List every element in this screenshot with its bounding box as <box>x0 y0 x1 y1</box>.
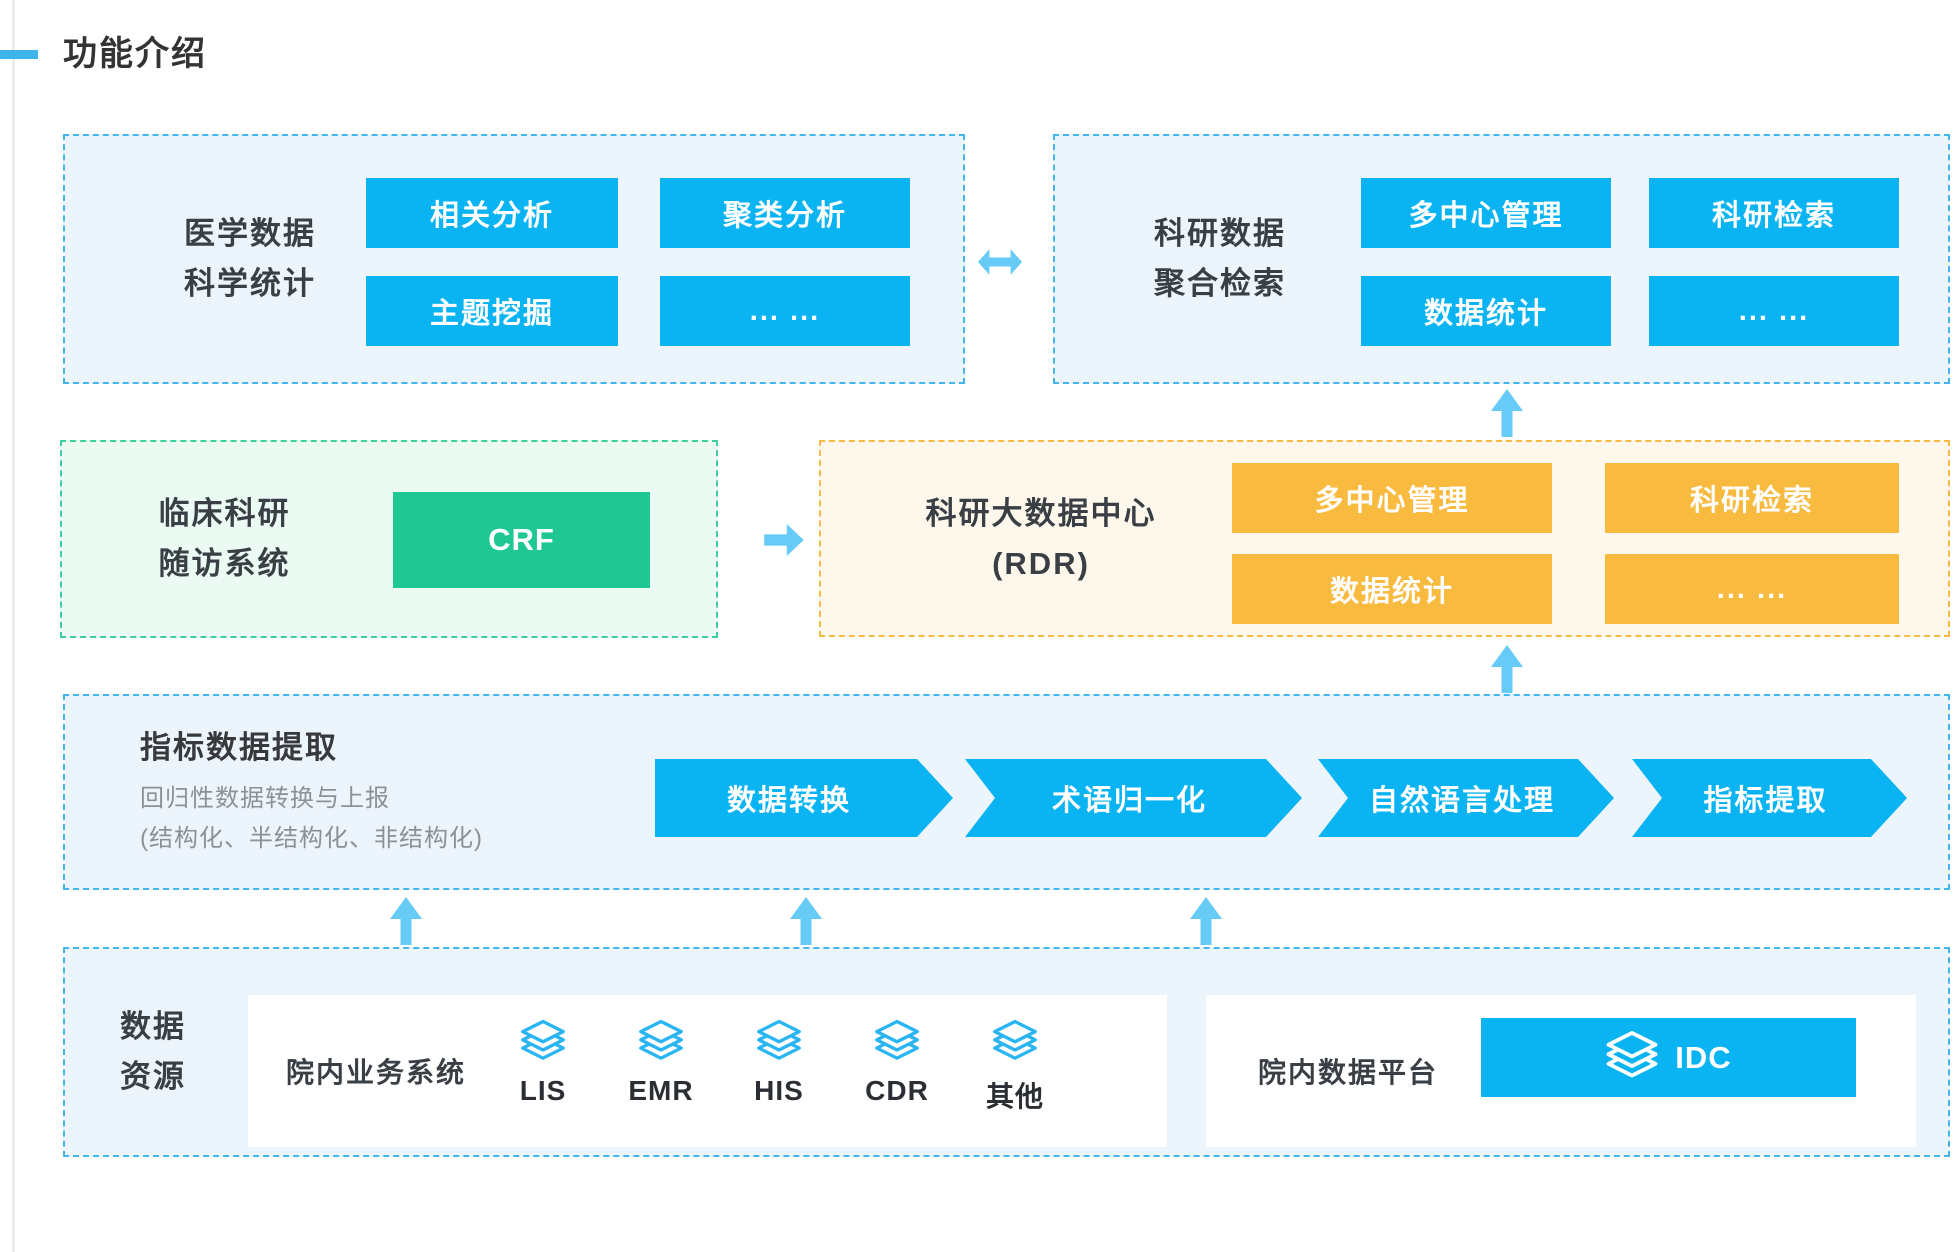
business-systems-panel: 院内业务系统 LIS EMR <box>248 995 1167 1147</box>
arrow-up-icon <box>1491 645 1523 693</box>
process-step-term-normalization: 术语归一化 <box>965 759 1302 837</box>
arrow-right-icon <box>764 524 804 556</box>
stats-button-correlation: 相关分析 <box>366 178 618 248</box>
system-item-lis: LIS <box>488 1019 598 1107</box>
layers-icon <box>756 1019 802 1067</box>
research-search-label: 科研数据 聚合检索 <box>1154 216 1286 301</box>
business-systems-label: 院内业务系统 <box>286 1057 467 1088</box>
stats-button-clustering: 聚类分析 <box>660 178 910 248</box>
data-platform-panel: 院内数据平台 IDC <box>1206 995 1916 1147</box>
arrow-up-icon <box>390 897 422 945</box>
medical-stats-box: 医学数据 科学统计 相关分析 聚类分析 主题挖掘 ... ... <box>63 134 965 384</box>
title-accent-dash <box>0 50 38 59</box>
process-step-data-conversion: 数据转换 <box>655 759 953 837</box>
search-button-more: ... ... <box>1649 276 1899 346</box>
layers-icon <box>992 1019 1038 1067</box>
rdr-button-research-search: 科研检索 <box>1605 463 1899 533</box>
data-resource-box: 数据 资源 院内业务系统 LIS EMR <box>63 947 1950 1157</box>
indicator-title: 指标数据提取 <box>140 730 338 765</box>
layers-icon <box>520 1019 566 1067</box>
stats-button-topic-mining: 主题挖掘 <box>366 276 618 346</box>
data-resource-label: 数据 资源 <box>120 1009 186 1094</box>
arrow-up-icon <box>790 897 822 945</box>
indicator-subtitle-1: 回归性数据转换与上报 <box>140 785 390 812</box>
vertical-guide-line <box>12 0 15 1252</box>
layers-icon <box>1605 1030 1659 1085</box>
layers-icon <box>638 1019 684 1067</box>
idc-button: IDC <box>1481 1018 1856 1097</box>
system-item-other: 其他 <box>960 1019 1070 1115</box>
layers-icon <box>874 1019 920 1067</box>
double-arrow-icon <box>978 249 1022 275</box>
indicator-subtitle-2: (结构化、半结构化、非结构化) <box>140 825 483 852</box>
arrow-up-icon <box>1190 897 1222 945</box>
indicator-extraction-box: 指标数据提取 回归性数据转换与上报 (结构化、半结构化、非结构化) 数据转换 术… <box>63 694 1950 890</box>
system-item-cdr: CDR <box>842 1019 952 1107</box>
rdr-box: 科研大数据中心 (RDR) 多中心管理 科研检索 数据统计 ... ... <box>819 440 1950 637</box>
clinical-followup-box: 临床科研 随访系统 CRF <box>60 440 718 638</box>
process-step-indicator-extraction: 指标提取 <box>1632 759 1907 837</box>
research-search-box: 科研数据 聚合检索 多中心管理 科研检索 数据统计 ... ... <box>1053 134 1950 384</box>
rdr-button-more: ... ... <box>1605 554 1899 624</box>
clinical-followup-label: 临床科研 随访系统 <box>158 496 291 581</box>
crf-button: CRF <box>393 492 650 588</box>
search-button-data-stats: 数据统计 <box>1361 276 1611 346</box>
system-item-emr: EMR <box>606 1019 716 1107</box>
page-title: 功能介绍 <box>63 35 207 73</box>
arrow-up-icon <box>1491 389 1523 437</box>
system-item-his: HIS <box>724 1019 834 1107</box>
rdr-title: 科研大数据中心 (RDR) <box>925 495 1157 581</box>
stats-button-more: ... ... <box>660 276 910 346</box>
rdr-button-multicenter: 多中心管理 <box>1232 463 1552 533</box>
search-button-multicenter: 多中心管理 <box>1361 178 1611 248</box>
process-step-nlp: 自然语言处理 <box>1318 759 1614 837</box>
rdr-button-data-stats: 数据统计 <box>1232 554 1552 624</box>
medical-stats-label: 医学数据 科学统计 <box>184 216 316 301</box>
search-button-research-search: 科研检索 <box>1649 178 1899 248</box>
data-platform-label: 院内数据平台 <box>1258 1057 1439 1088</box>
